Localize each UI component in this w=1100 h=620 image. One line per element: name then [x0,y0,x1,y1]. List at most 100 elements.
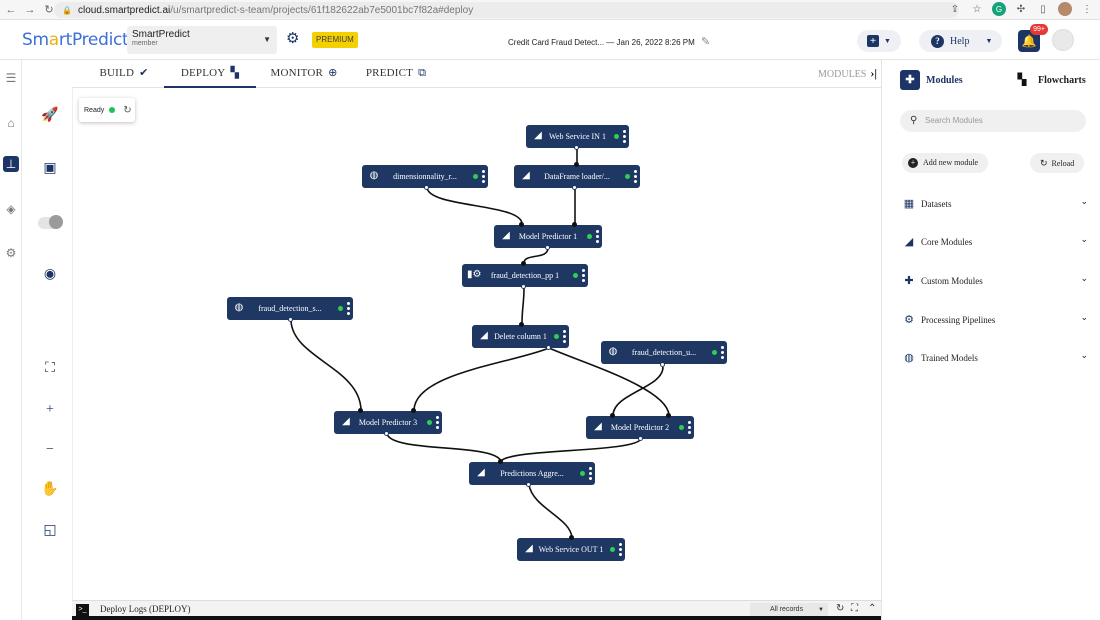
pan-hand-icon[interactable]: ✋ [41,482,59,497]
tab-monitor[interactable]: MONITOR⊕ [270,67,338,79]
flow-node[interactable]: ◍ dimensionnality_r... [362,165,488,188]
zoom-out-icon[interactable]: − [46,442,54,457]
flow-node[interactable]: ◍ fraud_detection_s... [227,297,353,320]
output-port[interactable] [660,362,665,367]
category-processing-pipelines[interactable]: ⚙ Processing Pipelines ⌄ [902,310,1088,330]
deploy-logs-bar[interactable]: >_ Deploy Logs (DEPLOY) All records▼ ↻ ⛶… [72,600,881,620]
output-port[interactable] [526,482,531,487]
layers-icon[interactable]: ◈ [6,202,16,216]
flowchart-icon[interactable]: ⊥ [3,156,19,172]
browser-menu-icon[interactable]: ⋮ [1082,3,1092,15]
flow-node[interactable]: ◢ Delete column 1 [472,325,569,348]
flow-node[interactable]: ◢ Predictions Aggre... [469,462,595,485]
node-menu-icon[interactable] [589,467,592,480]
preview-eye-icon[interactable]: ◉ [43,267,57,282]
flow-node[interactable]: ◢ Model Predictor 3 [334,411,442,434]
fit-screen-icon[interactable]: ⛶ [45,361,55,376]
output-port[interactable] [572,185,577,190]
workspace-selector[interactable]: SmartPredict member ▼ [127,26,277,54]
zoom-in-icon[interactable]: + [46,402,54,417]
refresh-logs-icon[interactable]: ↻ [836,603,845,614]
settings-gear-icon[interactable]: ⚙ [286,31,300,47]
modules-panel-toggle[interactable]: MODULES›| [818,66,877,80]
input-port[interactable] [610,413,615,418]
category-custom-modules[interactable]: ✚ Custom Modules ⌄ [902,271,1088,291]
input-port[interactable] [498,459,503,464]
output-port[interactable] [574,145,579,150]
refresh-icon[interactable]: ↻ [123,104,132,116]
extension-g-icon[interactable]: G [992,2,1006,16]
input-port[interactable] [411,408,416,413]
node-menu-icon[interactable] [582,269,585,282]
node-menu-icon[interactable] [482,170,485,183]
forward-icon[interactable]: → [24,3,36,16]
help-button[interactable]: ? Help ▼ [919,30,1002,52]
flow-node[interactable]: ◢ Model Predictor 1 [494,225,602,248]
reload-button[interactable]: ↻Reload [1030,153,1085,173]
edit-pencil-icon[interactable]: ✎ [701,36,711,48]
flow-node[interactable]: ◢ DataFrame loader/... [514,165,640,188]
output-port[interactable] [546,345,551,350]
node-menu-icon[interactable] [688,421,691,434]
add-dropdown-button[interactable]: + ▼ [857,30,901,52]
share-icon[interactable]: ⇪ [950,3,960,15]
input-port[interactable] [358,408,363,413]
reload-icon[interactable]: ↻ [44,4,54,16]
premium-badge[interactable]: PREMIUM [312,32,358,48]
minimap-icon[interactable]: ◱ [43,523,57,538]
output-port[interactable] [545,245,550,250]
output-port[interactable] [424,185,429,190]
node-menu-icon[interactable] [619,543,622,556]
settings-icon[interactable]: ⚙ [5,246,17,260]
browser-profile-icon[interactable] [1058,2,1072,16]
node-menu-icon[interactable] [634,170,637,183]
output-port[interactable] [384,431,389,436]
home-icon[interactable]: ⌂ [7,116,15,130]
toggle-switch[interactable] [38,215,63,229]
flow-node[interactable]: ◍ fraud_detection_u... [601,341,727,364]
node-menu-icon[interactable] [623,130,626,143]
save-icon[interactable]: ▣ [43,161,57,176]
input-port[interactable] [572,222,577,227]
sidebar-icon[interactable]: ▯ [1040,3,1046,15]
log-filter-select[interactable]: All records▼ [750,603,828,617]
category-core-modules[interactable]: ◢ Core Modules ⌄ [902,232,1088,252]
category-trained-models[interactable]: ◍ Trained Models ⌄ [902,348,1088,368]
input-port[interactable] [519,322,524,327]
output-port[interactable] [288,317,293,322]
bookmark-star-icon[interactable]: ☆ [972,3,982,15]
hamburger-menu-icon[interactable]: ☰ [5,71,17,85]
extensions-puzzle-icon[interactable]: ✣ [1016,3,1026,15]
address-bar[interactable]: 🔒 cloud.smartpredict.ai /u/smartpredict-… [54,2,959,18]
node-menu-icon[interactable] [596,230,599,243]
node-menu-icon[interactable] [436,416,439,429]
flow-node[interactable]: ▮⚙ fraud_detection_pp 1 [462,264,588,287]
tab-deploy[interactable]: DEPLOY▚ [164,60,256,88]
flow-node[interactable]: ◢ Model Predictor 2 [586,416,694,439]
node-menu-icon[interactable] [563,330,566,343]
tab-flowcharts[interactable]: ▚ Flowcharts [1012,69,1086,91]
tab-predict[interactable]: PREDICT⧉ [365,67,427,79]
tab-modules[interactable]: ✚ Modules [900,69,963,91]
user-avatar[interactable] [1052,29,1074,51]
add-new-module-button[interactable]: + Add new module [902,153,989,173]
output-port[interactable] [638,436,643,441]
category-datasets[interactable]: ▦ Datasets ⌄ [903,196,1088,210]
notifications-button[interactable]: 🔔 99+ [1018,24,1048,52]
input-port[interactable] [574,162,579,167]
smartpredict-logo[interactable]: SmartPredict [22,30,129,50]
input-port[interactable] [519,222,524,227]
rocket-deploy-icon[interactable]: 🚀 [41,108,59,123]
flow-canvas[interactable]: Ready ↻ ◢ Web Service IN 1 ◍ dimensionna… [72,88,881,600]
flow-node[interactable]: ◢ Web Service IN 1 [526,125,629,148]
chevron-up-icon[interactable]: ⌃ [868,603,877,614]
node-menu-icon[interactable] [721,346,724,359]
back-icon[interactable]: ← [5,3,17,16]
input-port[interactable] [666,413,671,418]
expand-logs-icon[interactable]: ⛶ [851,603,858,614]
tab-build[interactable]: BUILD✔ [99,67,149,79]
node-menu-icon[interactable] [347,302,350,315]
search-modules-input[interactable]: ⚲ Search Modules [900,110,1086,132]
input-port[interactable] [569,535,574,540]
flow-node[interactable]: ◢ Web Service OUT 1 [517,538,625,561]
